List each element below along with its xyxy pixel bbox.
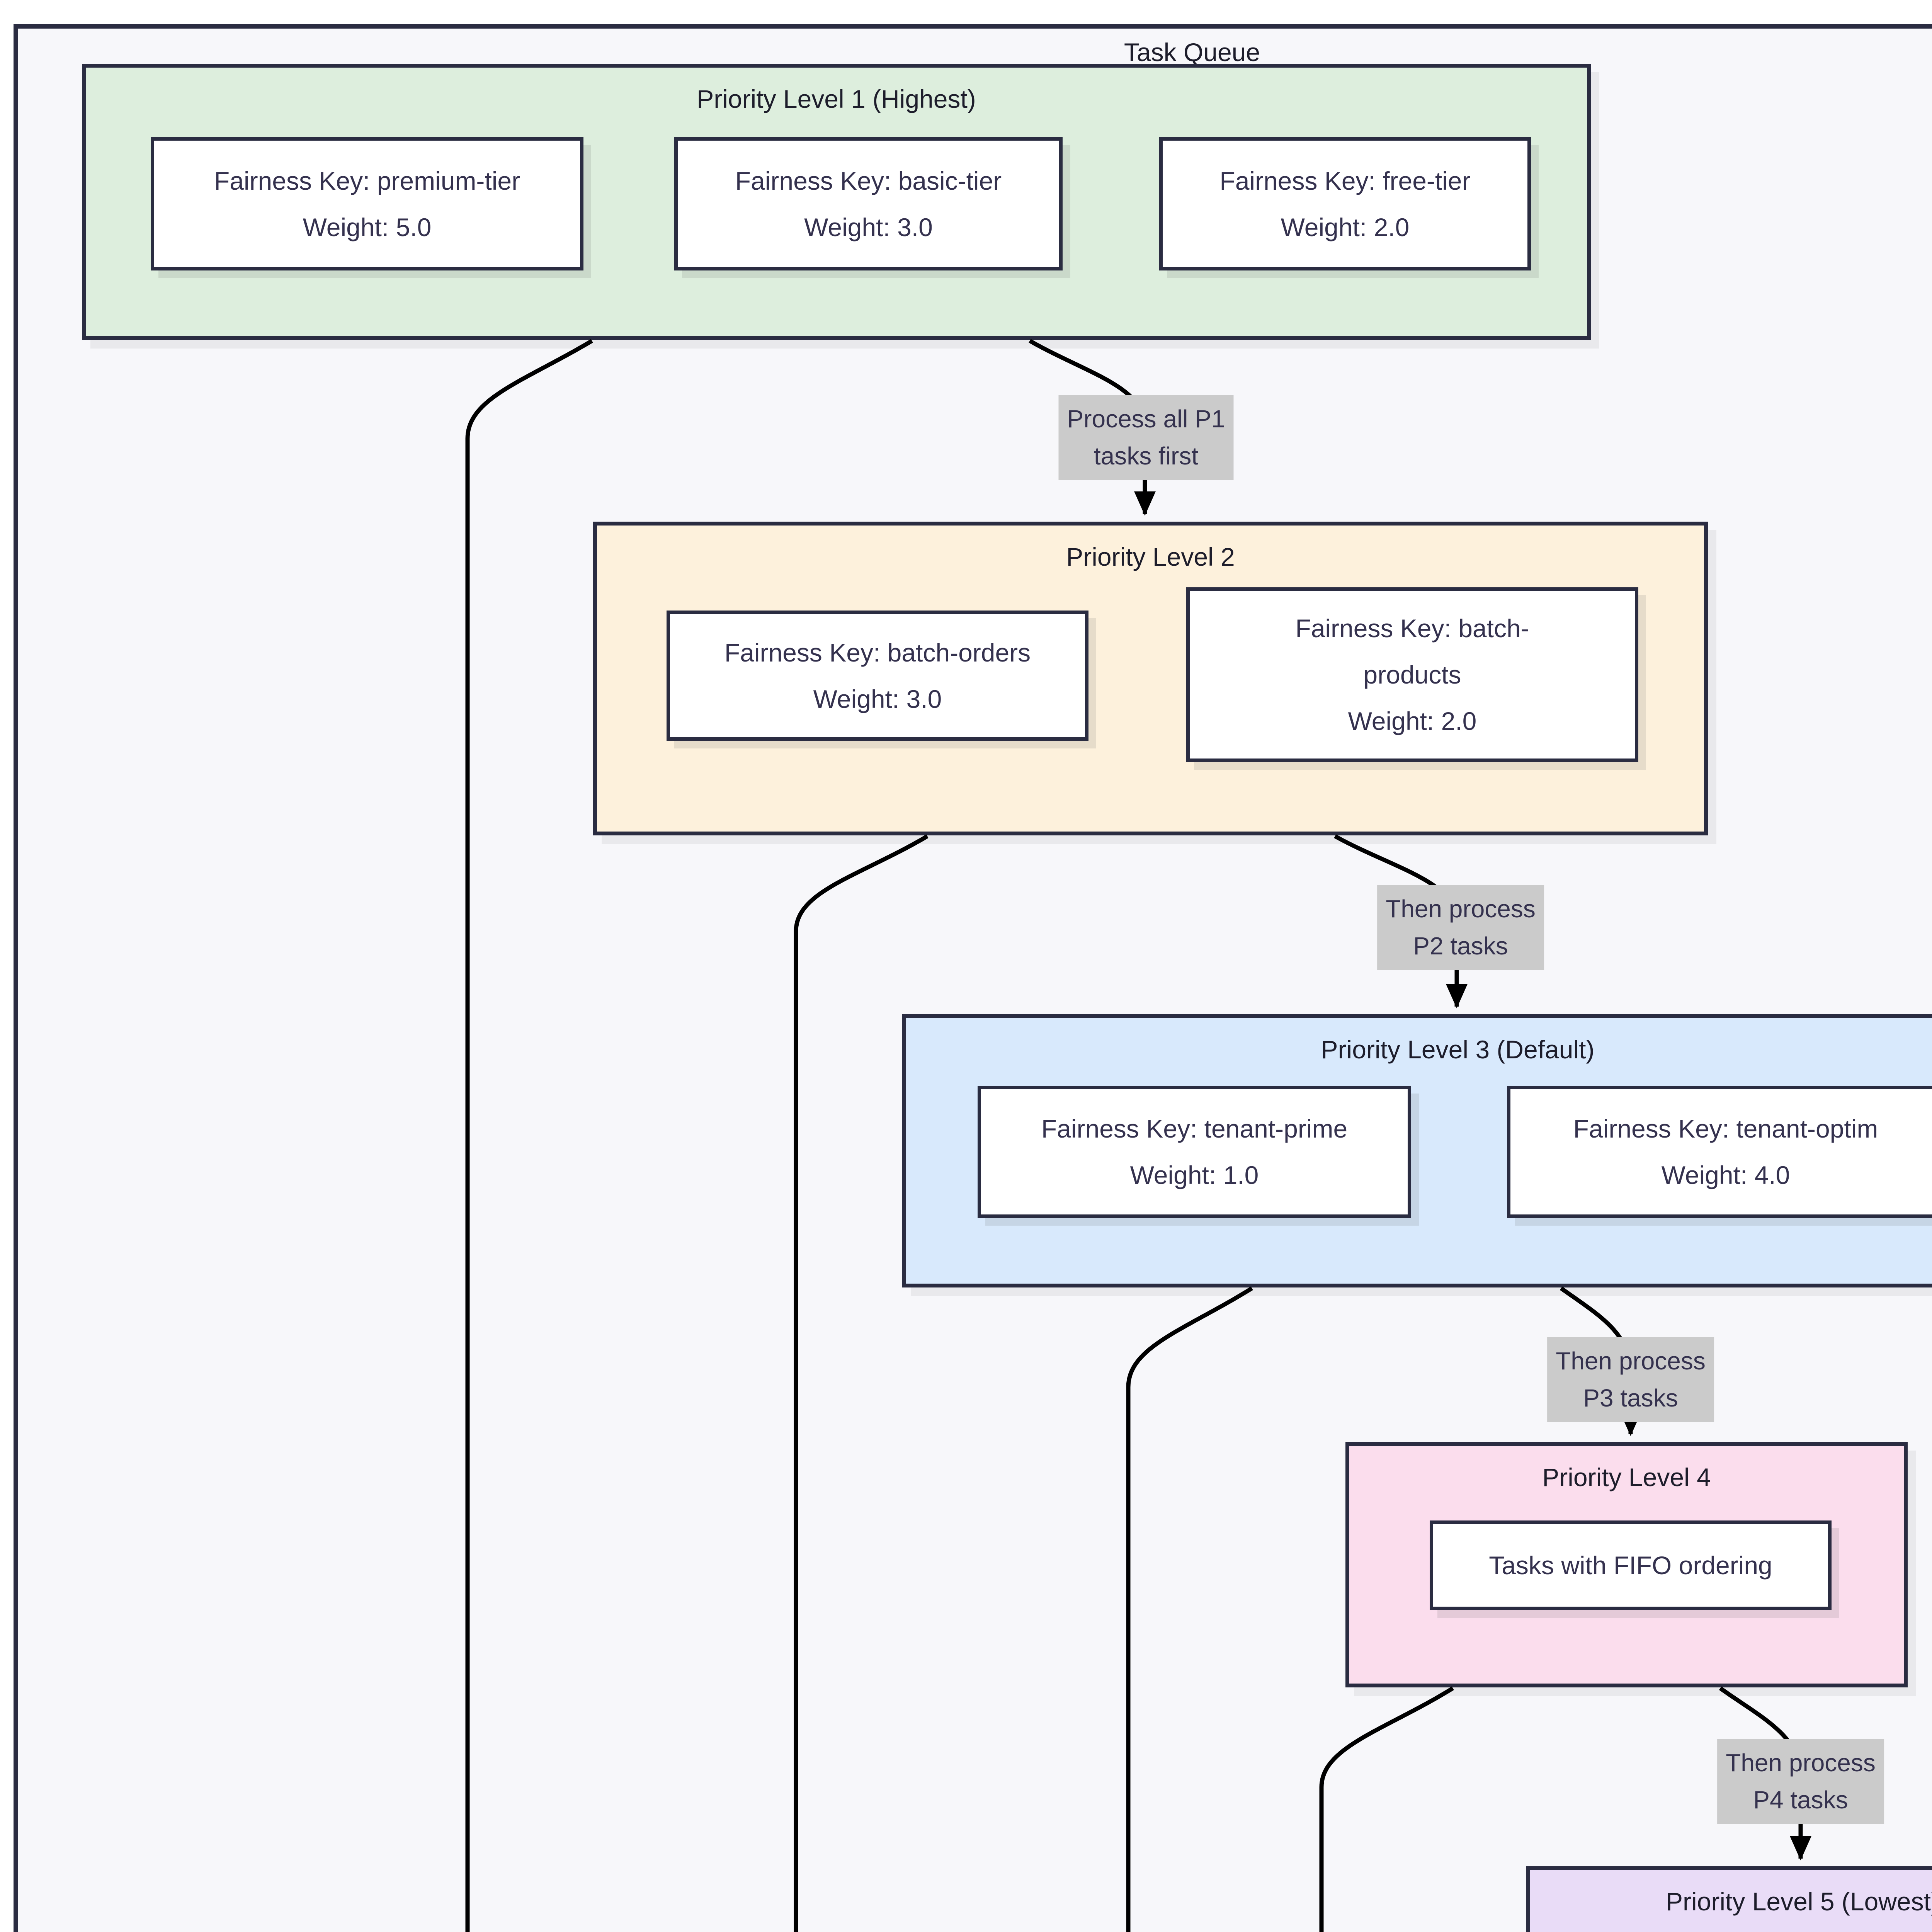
priority-level-4-title: Priority Level 4 (1542, 1463, 1711, 1492)
node-free-tier: Fairness Key: free-tier Weight: 2.0 (1159, 137, 1531, 270)
node-tenant-optim-key: Fairness Key: tenant-optim (1573, 1114, 1878, 1143)
node-basic-tier: Fairness Key: basic-tier Weight: 3.0 (674, 137, 1063, 270)
node-tenant-optim: Fairness Key: tenant-optim Weight: 4.0 (1507, 1086, 1932, 1218)
priority-level-2-title: Priority Level 2 (1066, 543, 1235, 571)
node-batch-products-key-line1: Fairness Key: batch- (1295, 614, 1529, 643)
edge-p2-to-workers (794, 834, 929, 1932)
node-premium-tier-key: Fairness Key: premium-tier (214, 166, 520, 195)
edge-label-then-process-p2-line1: Then process (1386, 895, 1536, 923)
edge-label-process-all-p1-line2: tasks first (1094, 442, 1199, 470)
node-tenant-optim-weight: Weight: 4.0 (1661, 1161, 1790, 1189)
node-batch-products: Fairness Key: batch- products Weight: 2.… (1186, 587, 1638, 762)
edge-label-then-process-p3: Then process P3 tasks (1547, 1337, 1714, 1422)
edge-p4-to-workers (1319, 1686, 1454, 1932)
edge-p1-to-workers (465, 339, 593, 1932)
priority-level-5-title: Priority Level 5 (Lowest) (1666, 1887, 1932, 1916)
task-queue-title: Task Queue (1124, 38, 1260, 66)
node-batch-orders: Fairness Key: batch-orders Weight: 3.0 (667, 611, 1088, 741)
priority-level-3-title: Priority Level 3 (Default) (1321, 1035, 1595, 1064)
edge-label-then-process-p4: Then process P4 tasks (1717, 1739, 1884, 1824)
edge-label-then-process-p2: Then process P2 tasks (1377, 885, 1544, 970)
node-batch-orders-key: Fairness Key: batch-orders (724, 638, 1031, 667)
node-premium-tier-weight: Weight: 5.0 (303, 213, 432, 242)
node-tenant-prime-key: Fairness Key: tenant-prime (1041, 1114, 1348, 1143)
edge-label-process-all-p1-line1: Process all P1 (1067, 405, 1225, 433)
node-basic-tier-key: Fairness Key: basic-tier (735, 166, 1002, 195)
node-batch-orders-weight: Weight: 3.0 (813, 684, 942, 713)
priority-level-1-title: Priority Level 1 (Highest) (697, 85, 976, 113)
node-batch-products-key-line2: products (1363, 660, 1461, 689)
node-free-tier-key: Fairness Key: free-tier (1219, 166, 1471, 195)
node-free-tier-weight: Weight: 2.0 (1281, 213, 1410, 242)
edge-label-then-process-p4-line1: Then process (1726, 1749, 1876, 1777)
node-batch-products-weight: Weight: 2.0 (1348, 707, 1477, 735)
edge-label-then-process-p4-line2: P4 tasks (1753, 1786, 1848, 1814)
node-basic-tier-weight: Weight: 3.0 (804, 213, 933, 242)
node-tenant-prime-weight: Weight: 1.0 (1130, 1161, 1259, 1189)
priority-level-5-cluster: Priority Level 5 (Lowest) (1526, 1866, 1932, 1932)
node-tenant-prime: Fairness Key: tenant-prime Weight: 1.0 (978, 1086, 1411, 1218)
node-p4-fifo: Tasks with FIFO ordering (1430, 1520, 1832, 1610)
edge-label-then-process-p3-line1: Then process (1556, 1347, 1706, 1375)
edge-p3-to-workers (1126, 1286, 1253, 1932)
node-premium-tier: Fairness Key: premium-tier Weight: 5.0 (151, 137, 583, 270)
edge-label-process-all-p1: Process all P1 tasks first (1058, 395, 1234, 480)
edge-label-then-process-p2-line2: P2 tasks (1413, 932, 1508, 960)
node-p4-fifo-label: Tasks with FIFO ordering (1489, 1551, 1772, 1580)
edge-label-then-process-p3-line2: P3 tasks (1583, 1384, 1678, 1412)
